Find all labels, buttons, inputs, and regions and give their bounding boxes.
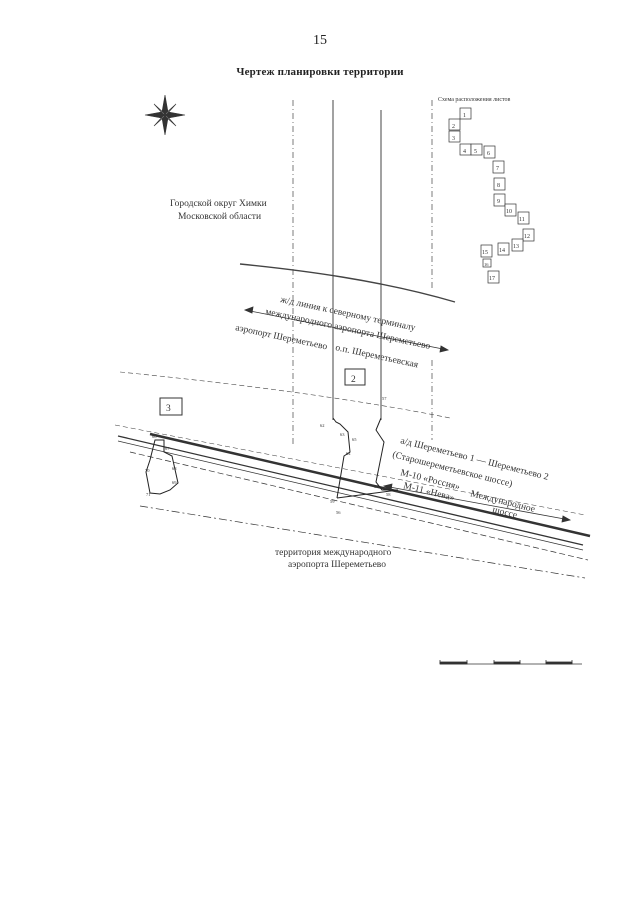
- compass-rose-icon: [144, 94, 186, 136]
- sheet-number: 15: [482, 250, 488, 256]
- sheet-box: [497, 242, 510, 256]
- sheet-box: [511, 238, 524, 252]
- point-number: 64: [346, 451, 351, 456]
- sheet-box: [448, 130, 461, 143]
- point-number: 57: [382, 396, 387, 401]
- sheet-box: [487, 270, 500, 284]
- zone-2-box: [344, 368, 366, 386]
- sheet-number: 6: [487, 151, 490, 157]
- zone-3-label: 3: [166, 404, 171, 414]
- sheet-box: [483, 145, 496, 159]
- sheet-box: [448, 118, 461, 131]
- point-number: 66: [152, 434, 157, 439]
- sheet-scheme-title: Схема расположения листов: [438, 97, 511, 103]
- corridor-lines: [292, 100, 433, 445]
- point-number: 65: [352, 437, 357, 442]
- point-number: 56: [336, 510, 341, 515]
- sheet-number: 7: [496, 166, 499, 172]
- sheet-number: 2: [452, 124, 455, 130]
- sheet-number: 1: [463, 113, 466, 119]
- station-label: аэропорт Шереметьево: [234, 323, 328, 352]
- sheet-number: 5: [474, 149, 477, 155]
- sheet-box: [459, 107, 472, 120]
- sheet-numbers: 1 2 3 4 5 6 7 8 9 10 11 12 13 14 15 16 1…: [452, 113, 530, 282]
- drawing-title: Чертеж планировки территории: [236, 66, 404, 78]
- sheet-box: [480, 244, 493, 258]
- district-label-2: Московской области: [178, 211, 261, 222]
- sheet-scheme: [448, 107, 535, 284]
- railway-lines: [119, 263, 456, 419]
- point-number: 68: [172, 466, 177, 471]
- planning-boundary: [332, 417, 399, 499]
- district-label: Городской округ Химки: [170, 198, 267, 209]
- point-number: 59: [330, 499, 335, 504]
- sheet-number: 8: [497, 183, 500, 189]
- zone-2-label: 2: [351, 375, 356, 385]
- point-number: 63: [340, 432, 345, 437]
- zone-3-box: [159, 397, 183, 416]
- point-numbers: 62 63 65 64 59 60 58 66 67 68 69 70 71 5…: [145, 396, 391, 515]
- sheet-number: 14: [499, 248, 505, 254]
- sheet-box: [493, 193, 506, 207]
- sheet-box: [504, 203, 517, 217]
- sheet-number: 11: [519, 217, 525, 223]
- sheet-box: [470, 143, 483, 156]
- sheet-box: [517, 211, 530, 225]
- sheet-number: 3: [452, 136, 455, 142]
- airport-label: территория международного: [275, 548, 392, 558]
- sheet-box: [522, 228, 535, 242]
- sheet-number: 13: [513, 244, 519, 250]
- point-number: 58: [386, 492, 391, 497]
- point-number: 62: [320, 423, 325, 428]
- point-number: 67: [165, 446, 170, 451]
- page-number: 15: [313, 33, 327, 48]
- double-arrow-icon: [382, 483, 572, 523]
- sheet-box: [492, 160, 505, 174]
- sheet-number: 16: [484, 262, 489, 267]
- sheet-number: 4: [463, 149, 466, 155]
- double-arrow-icon: [243, 306, 450, 353]
- sheet-number: 9: [497, 199, 500, 205]
- point-number: 70: [145, 468, 150, 473]
- airport-label-2: аэропорта Шереметьево: [288, 560, 386, 570]
- sheet-number: 12: [524, 234, 530, 240]
- point-number: 60: [374, 484, 379, 489]
- sheet-number: 10: [506, 209, 512, 215]
- sheet-box: [482, 258, 492, 268]
- point-number: 71: [146, 492, 151, 497]
- zone-3-polygon: [145, 439, 179, 495]
- scale-bar: [439, 660, 582, 665]
- point-number: 69: [172, 480, 177, 485]
- sheet-box: [493, 177, 506, 191]
- sheet-number: 17: [489, 276, 495, 282]
- highway-lines: [114, 424, 591, 579]
- station-label-2: о.п. Шереметьевская: [334, 343, 419, 370]
